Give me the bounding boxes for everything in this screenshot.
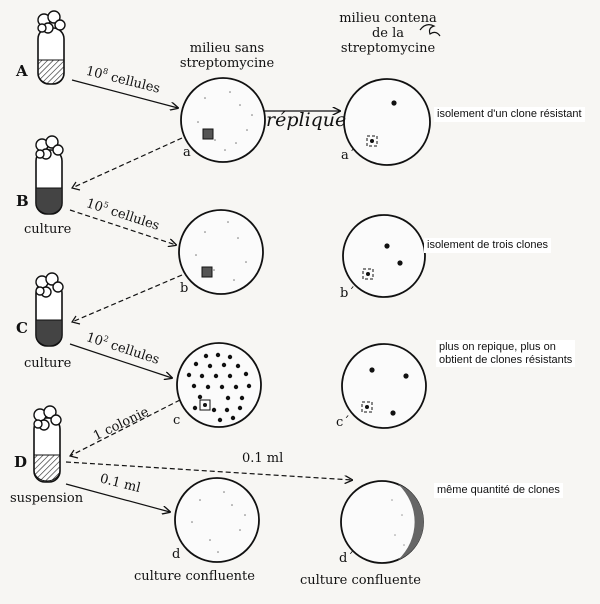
header-with-streptomycin: milieu contena de la streptomycine [328,11,448,57]
tube-d [33,405,62,483]
plate-b-prime [342,214,426,298]
tube-caption-b: culture [24,222,72,237]
plate-label-c: c [173,413,181,428]
line-plate-c-to-tube-d [69,399,181,457]
tube-label-c: C [16,319,28,337]
plate-b [178,209,264,295]
header-with-strep-line1: milieu contena [339,11,437,26]
plate-a-prime [343,78,431,166]
header-no-strep-line2: streptomycine [179,55,275,71]
note-plate-c: plus on repique, plus on obtient de clon… [436,340,576,368]
label-replica: réplique [266,109,347,131]
plate-label-b-prime: b´ [340,286,355,301]
plate-caption-d: culture confluente [134,569,255,584]
tube-caption-c: culture [24,356,72,371]
note-plate-d: même quantité de clones [434,483,563,498]
plate-label-a: a [183,145,191,160]
arrow-b-to-plate-b [69,209,176,245]
label-volume-top: 0.1 ml [242,451,284,466]
plate-d [174,477,260,563]
note-plate-c-line2: obtient de clones résistants [439,353,573,366]
plate-label-d: d [172,547,181,562]
header-no-strep-line1: milieu sans [189,41,265,56]
tube-caption-d: suspension [10,491,84,506]
arrows [65,24,441,512]
plate-c [176,342,262,428]
plate-a [180,77,266,163]
note-plate-a: isolement d'un clone résistant [434,107,585,122]
arrow-a-to-plate-a [71,79,178,108]
plate-label-c-prime: c´ [336,415,350,430]
tick-d [69,449,79,459]
note-plate-b: isolement de trois clones [424,238,552,253]
header-with-strep-line3: streptomycine [340,40,436,56]
plate-c-colonies [186,352,252,423]
plate-label-d-prime: d´ [339,551,354,566]
arrow-d-to-plate-d [65,483,170,512]
tube-c [35,272,64,347]
line-plate-b-to-tube-c [71,274,183,323]
tube-a [37,10,66,85]
line-plate-a-to-tube-b [71,137,183,189]
note-plate-c-line1: plus on repique, plus on [439,341,556,353]
tube-label-b: B [16,192,29,210]
header-with-strep-line2: de la [371,25,405,41]
plate-label-b: b [180,281,189,296]
tick-b [71,181,81,191]
tube-label-d: D [14,453,28,471]
plate-caption-d-prime: culture confluente [300,573,421,588]
plate-c-prime [341,343,427,429]
plate-label-a-prime: a´ [341,148,356,163]
tick-c [71,315,81,325]
header-no-streptomycin: milieu sans streptomycine [172,41,282,72]
tube-label-a: A [16,62,28,80]
plate-d-prime [340,480,424,564]
header-scribble [419,24,441,37]
arrow-c-to-plate-c [69,343,172,378]
tube-b [35,135,64,215]
